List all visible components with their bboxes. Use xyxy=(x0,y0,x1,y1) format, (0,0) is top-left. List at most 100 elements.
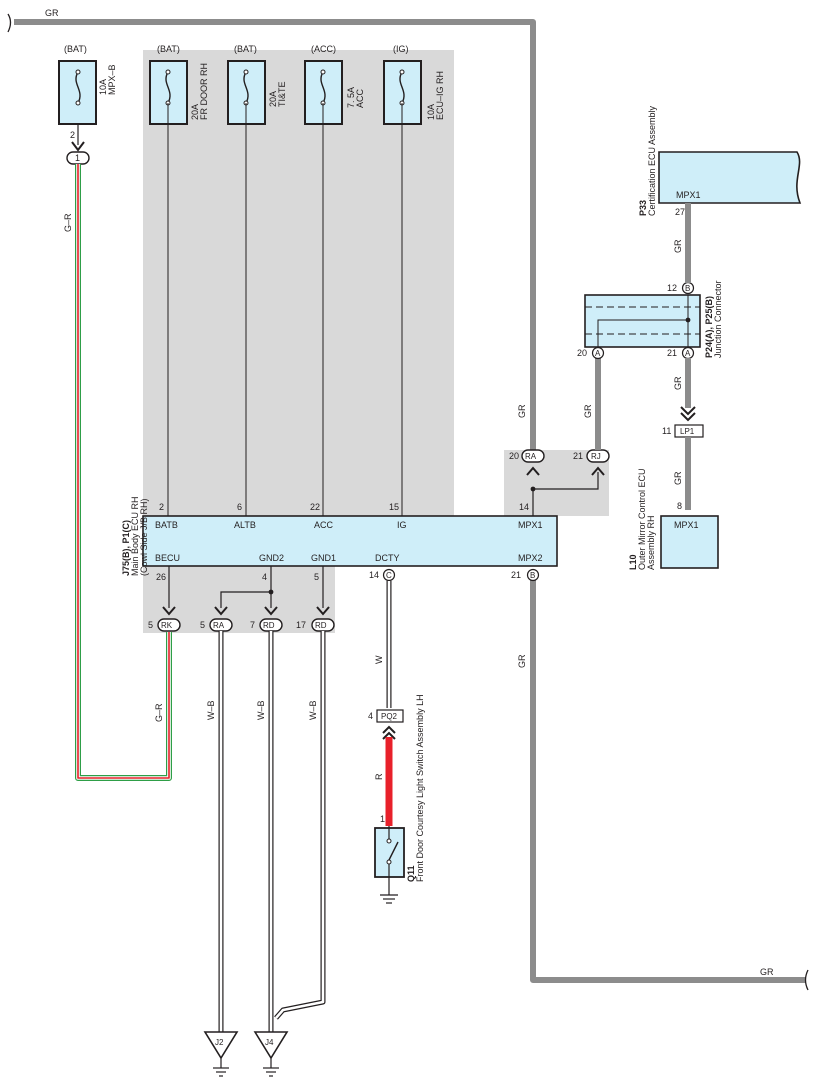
junction-code: P24(A), P25(B) xyxy=(704,296,714,358)
pin-num-dcty: 14 xyxy=(369,570,379,580)
main-ecu-name: Main Body ECU RH xyxy=(130,496,140,576)
conn-b xyxy=(526,568,540,582)
wire-label-gr-p33: GR xyxy=(673,239,683,253)
svg-text:A: A xyxy=(685,349,691,358)
wire-label-gr-l10: GR xyxy=(673,471,683,485)
svg-text:ACC: ACC xyxy=(355,88,365,108)
svg-text:J4: J4 xyxy=(265,1038,274,1047)
svg-text:4: 4 xyxy=(368,711,373,721)
svg-text:C: C xyxy=(386,571,392,580)
q11-name: Front Door Courtesy Light Switch Assembl… xyxy=(415,694,425,882)
svg-text:FR DOOR RH: FR DOOR RH xyxy=(199,63,209,120)
wire-label-gr-ra: GR xyxy=(517,404,527,418)
conn-c xyxy=(382,568,396,582)
svg-text:20A: 20A xyxy=(268,91,278,107)
wire-label-r: R xyxy=(374,773,384,780)
main-ecu-sub: (Cowl Side J/B RH) xyxy=(139,498,149,576)
wire-label-gr-bottom: GR xyxy=(760,967,774,977)
junction-pin-a1 xyxy=(591,346,605,360)
q11-pin-num: 1 xyxy=(380,814,385,824)
l10-code: L10 xyxy=(628,554,638,570)
wire-label-g-r-top: G–R xyxy=(63,213,73,232)
svg-text:5: 5 xyxy=(148,620,153,630)
fuse-acc: (ACC) 7. 5A ACC xyxy=(304,44,365,125)
pin-num-becu: 26 xyxy=(156,572,166,582)
svg-text:7. 5A: 7. 5A xyxy=(346,87,356,108)
svg-text:A: A xyxy=(595,349,601,358)
svg-text:PQ2: PQ2 xyxy=(381,712,398,721)
ground-j2: J2 xyxy=(203,1031,239,1077)
svg-text:RK: RK xyxy=(161,621,173,630)
pin-num-gnd1: 5 xyxy=(314,572,319,582)
fuse-fr-door-rh: (BAT) 20A FR DOOR RH xyxy=(149,44,209,125)
svg-text:(BAT): (BAT) xyxy=(157,44,180,54)
wire-label-w-b-2: W–B xyxy=(256,700,266,720)
wire-label-gr-mpx2: GR xyxy=(517,654,527,668)
main-body-ecu xyxy=(142,515,558,567)
wire-g-r xyxy=(75,164,172,781)
pin-label-becu: BECU xyxy=(155,553,180,563)
wire-label-gr-rj: GR xyxy=(583,404,593,418)
svg-text:12: 12 xyxy=(667,283,677,293)
pin-label-dcty: DCTY xyxy=(375,553,400,563)
pin-label-altb: ALTB xyxy=(234,520,256,530)
junction-name: Junction Connector xyxy=(713,280,723,358)
svg-text:(ACC): (ACC) xyxy=(311,44,336,54)
pin-num-acc: 22 xyxy=(310,502,320,512)
svg-text:LP1: LP1 xyxy=(680,427,695,436)
svg-text:21: 21 xyxy=(667,348,677,358)
pin-label-acc: ACC xyxy=(314,520,334,530)
p33-code: P33 xyxy=(638,200,648,216)
certification-ecu xyxy=(658,151,802,204)
pin-num-mpx2: 21 xyxy=(511,570,521,580)
svg-text:J2: J2 xyxy=(215,1038,224,1047)
junction-connector xyxy=(584,294,701,348)
wire-label-gr-top: GR xyxy=(45,8,59,18)
door-courtesy-switch xyxy=(374,826,405,904)
svg-text:(IG): (IG) xyxy=(393,44,409,54)
svg-text:RJ: RJ xyxy=(591,452,601,461)
wire-label-gr-mid: GR xyxy=(673,376,683,390)
svg-text:20: 20 xyxy=(509,451,519,461)
svg-text:ECU–IG RH: ECU–IG RH xyxy=(435,71,445,120)
svg-text:MPX1: MPX1 xyxy=(676,190,701,200)
p33-name: Certification ECU Assembly xyxy=(647,105,657,216)
svg-text:11: 11 xyxy=(662,426,671,436)
main-ecu-code: J75(B), P1(C) xyxy=(121,520,131,576)
svg-text:RD: RD xyxy=(315,621,327,630)
svg-text:RA: RA xyxy=(525,452,537,461)
svg-text:(BAT): (BAT) xyxy=(234,44,257,54)
break-mark-right xyxy=(804,969,809,991)
wire-label-g-r-bottom: G–R xyxy=(154,703,164,722)
connector-pq2 xyxy=(376,709,404,723)
pin-label-batb: BATB xyxy=(155,520,178,530)
svg-text:8: 8 xyxy=(677,501,682,511)
break-mark-left xyxy=(7,13,12,33)
pin-label-ig: IG xyxy=(397,520,407,530)
pin-num-altb: 6 xyxy=(237,502,242,512)
svg-text:MPX1: MPX1 xyxy=(674,520,699,530)
outer-mirror-ecu xyxy=(660,515,719,569)
pin-num-mpx1: 14 xyxy=(519,502,529,512)
svg-text:B: B xyxy=(530,571,535,580)
connector-rk xyxy=(157,618,181,632)
gr-wire-top xyxy=(14,19,536,455)
svg-text:B: B xyxy=(685,284,690,293)
connector-ra-top xyxy=(521,449,545,463)
svg-text:20A: 20A xyxy=(190,104,200,120)
q11-code: Q11 xyxy=(406,865,416,882)
wire-label-w: W xyxy=(374,655,384,664)
pin-label-gnd2: GND2 xyxy=(259,553,284,563)
svg-text:10A: 10A xyxy=(426,104,436,120)
l10-sub: Assembly RH xyxy=(646,515,656,570)
gr-wire-bottom xyxy=(530,572,806,983)
pin-label-mpx2: MPX2 xyxy=(518,553,543,563)
svg-text:27: 27 xyxy=(675,207,685,217)
svg-text:5: 5 xyxy=(200,620,205,630)
pin-num-gnd2: 4 xyxy=(262,572,267,582)
ground-j4: J4 xyxy=(253,1031,289,1077)
svg-text:RA: RA xyxy=(213,621,225,630)
wire-label-w-b-3: W–B xyxy=(308,700,318,720)
svg-text:7: 7 xyxy=(250,620,255,630)
svg-text:21: 21 xyxy=(573,451,583,461)
